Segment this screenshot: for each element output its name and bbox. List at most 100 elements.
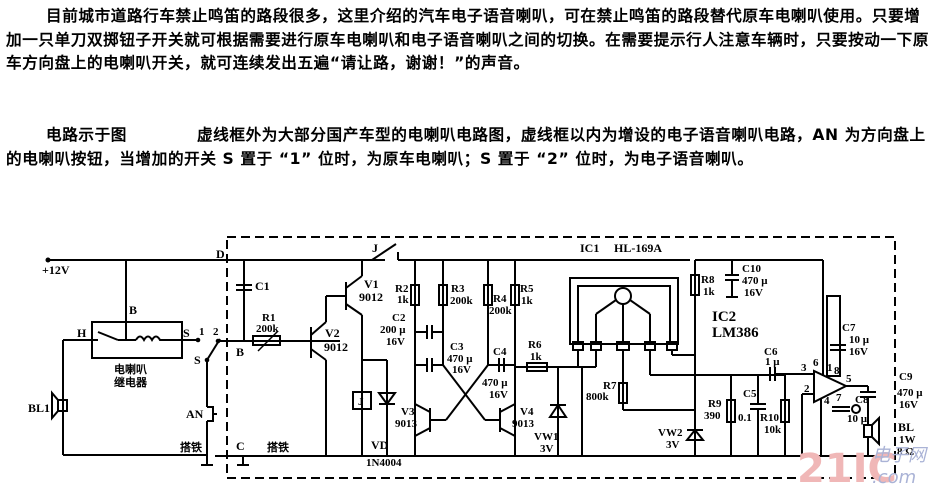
selector-switch: 2 S AN 搭铁 [180, 326, 221, 466]
r7-vw2: R7 800k VW2 3V [586, 260, 706, 456]
astable-resistors: R3 200k R4 200k R5 1k [438, 260, 534, 455]
node-s-relay-label: S [183, 326, 190, 340]
watermark-brand: 21IC [797, 446, 897, 487]
ic1-voice-chip: IC1 HL-169A [569, 241, 700, 456]
r6-value: 1k [530, 351, 543, 363]
switch-pos1-label: 1 [199, 326, 205, 338]
c7-value: 10 μ [849, 334, 870, 346]
ic2-amplifier: IC2 LM386 3 6 1 8 5 2 4 7 [712, 260, 868, 456]
node-b-top-label: B [129, 303, 137, 317]
output-stage: C7 10 μ 16V C8 10 μ C9 470 μ 16V BL 1W 8… [830, 322, 923, 458]
c9-label: C9 [899, 371, 913, 383]
v2-label: V2 [325, 326, 340, 340]
c9-value: 470 μ [897, 387, 923, 399]
supply-rail: +12V D [42, 247, 385, 277]
circuit-description-paragraph: 电路示于图虚线框外为大部分国产车型的电喇叭电路图，虚线框以内为增设的电子语音喇叭… [6, 124, 934, 171]
switch-s-label: S [194, 353, 201, 367]
node-c-label: C [236, 439, 245, 453]
v2-value: 9012 [324, 340, 348, 354]
ground-label-mid: 搭铁 [267, 440, 289, 454]
circuit-description-text: 虚线框外为大部分国产车型的电喇叭电路图，虚线框以内为增设的电子语音喇叭电路，AN… [6, 126, 926, 168]
watermark: 21IC 电子网 .com [797, 445, 928, 487]
c3-voltage: 16V [452, 364, 471, 376]
node-b-label: B [236, 345, 244, 359]
ic2-pin4: 4 [824, 395, 830, 407]
intro-paragraph: 目前城市道路行车禁止鸣笛的路段很多，这里介绍的汽车电子语音喇叭，可在禁止鸣笛的路… [6, 5, 934, 76]
ic2-pin2: 2 [804, 383, 810, 395]
r9-value: 390 [704, 410, 721, 422]
horn-bl1: BL1 [28, 340, 207, 456]
horn-button-label: AN [186, 407, 204, 421]
ic1-label: IC1 [580, 241, 599, 255]
vw1-label: VW1 [534, 431, 558, 443]
ic2-label: IC2 [712, 309, 736, 325]
ic2-pin5: 5 [846, 373, 852, 385]
ic2-pin7: 7 [836, 392, 842, 404]
r8-c10: R8 1k C10 470 μ 16V [690, 259, 823, 299]
c7-label: C7 [842, 322, 856, 334]
c4-voltage: 16V [489, 389, 508, 401]
watermark-domain: .com [872, 467, 916, 487]
c2-value: 200 μ [380, 324, 406, 336]
r10-value: 10k [764, 424, 782, 436]
relay-label-line1: 电喇叭 [114, 362, 147, 376]
v4-value: 9013 [512, 418, 535, 430]
watermark-cn: 电子网 [872, 445, 928, 466]
horn-label: BL1 [28, 401, 50, 415]
c8-value: 10 μ [847, 413, 868, 425]
r10-label: R10 [760, 412, 779, 424]
r7-label: R7 [603, 380, 617, 392]
c2-label: C2 [392, 312, 406, 324]
c8-label: C8 [855, 394, 869, 406]
c10-value: 470 μ [742, 275, 768, 287]
vw2-value: 3V [666, 439, 680, 451]
v3-value: 9013 [395, 418, 418, 430]
c5-label: C5 [743, 388, 757, 400]
c3-label: C3 [450, 341, 464, 353]
ic2-pin1: 1 [827, 362, 833, 374]
c10-voltage: 16V [744, 287, 763, 299]
bl-power: 1W [899, 434, 916, 446]
r6-vw1: R6 1k VW1 3V [515, 339, 582, 455]
node-d-label: D [216, 247, 225, 261]
multivibrator: C3 470 μ 16V C4 470 μ 16V V3 9013 V4 901… [395, 341, 535, 437]
switch-pos2-label: 2 [213, 326, 219, 338]
c6-value: 1 μ [765, 356, 780, 368]
relay-coil-label: J [358, 396, 364, 408]
intro-text: 目前城市道路行车禁止鸣笛的路段很多，这里介绍的汽车电子语音喇叭，可在禁止鸣笛的路… [6, 7, 930, 72]
r2-c2: R2 1k C2 200 μ 16V [380, 260, 443, 456]
r5-label: R5 [520, 283, 534, 295]
v1-value: 9012 [359, 290, 383, 304]
r7-value: 800k [586, 391, 610, 403]
c3-value: 470 μ [447, 353, 473, 365]
r8-value: 1k [703, 286, 716, 298]
r2-value: 1k [397, 294, 410, 306]
transistor-v1: V1 9012 [326, 260, 383, 456]
r1-value: 200k [256, 323, 280, 335]
vw2-label: VW2 [658, 427, 683, 439]
c5-value: 0.1 [738, 412, 752, 424]
r1-label: R1 [262, 312, 275, 324]
r8-label: R8 [701, 274, 715, 286]
vd-label: VD [371, 438, 389, 452]
c4-label: C4 [493, 346, 507, 358]
ic2-pin6: 6 [813, 357, 819, 369]
r3-value: 200k [450, 295, 474, 307]
relay-label-line2: 继电器 [114, 375, 148, 389]
v3-label: V3 [401, 406, 415, 418]
ground-label-left: 搭铁 [180, 440, 202, 454]
ic2-input-network: R9 390 C5 0.1 R10 10k C6 1 μ [695, 346, 814, 456]
vd-value: 1N4004 [366, 457, 402, 469]
horn-relay: B H S 1 电喇叭 继电器 [63, 260, 205, 389]
supply-label: +12V [42, 263, 70, 277]
r9-label: R9 [708, 398, 722, 410]
relay-contact-j: J [362, 241, 690, 261]
ic2-pin8: 8 [834, 365, 840, 377]
ic2-part: LM386 [712, 325, 759, 341]
c1-label: C1 [255, 279, 270, 293]
v1-label: V1 [364, 277, 379, 291]
r4-label: R4 [493, 293, 507, 305]
c7-voltage: 16V [849, 346, 868, 358]
added-circuit-boundary [226, 236, 896, 479]
c4-value: 470 μ [482, 377, 508, 389]
